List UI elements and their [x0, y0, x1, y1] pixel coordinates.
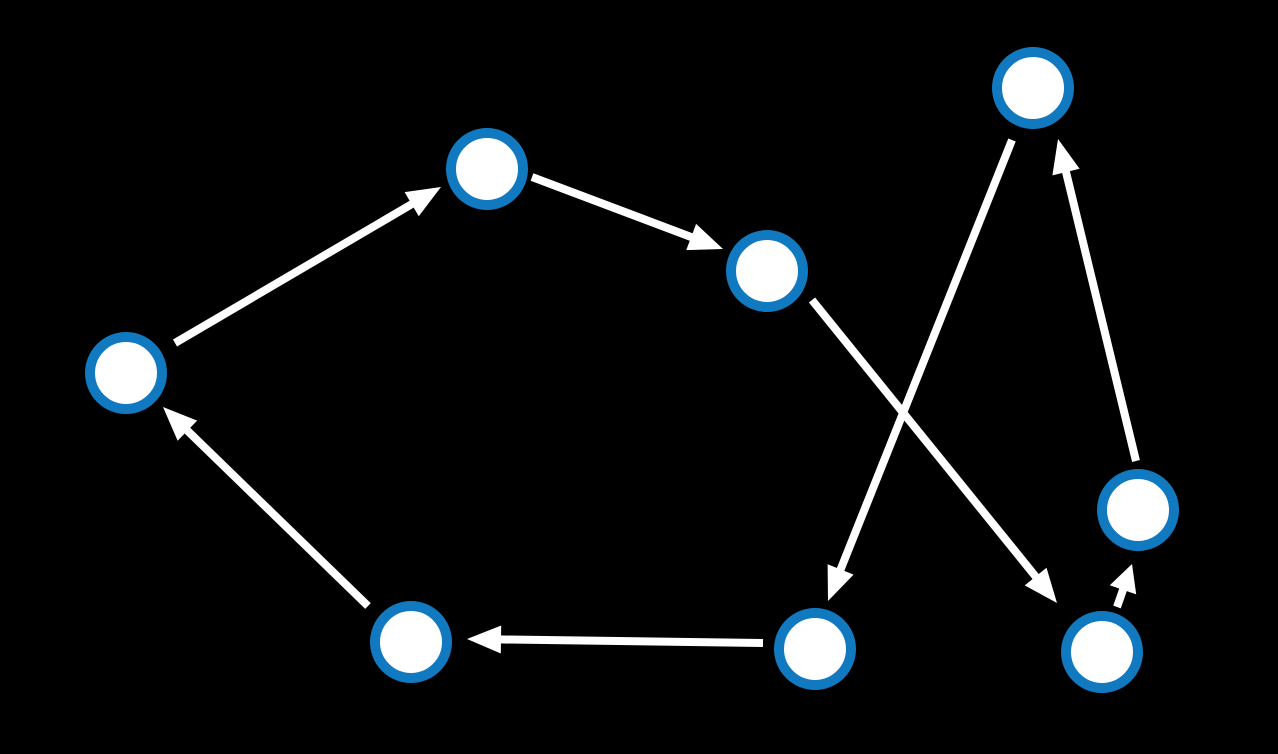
node-left — [85, 332, 167, 414]
node-upper-left — [446, 128, 528, 210]
arrowhead-icon — [686, 223, 723, 251]
arrowhead-icon — [163, 407, 198, 441]
edge-node-left-to-node-upper-left — [172, 187, 441, 347]
arrowhead-icon — [1052, 139, 1080, 176]
arrow-shaft — [498, 635, 764, 647]
arrowhead-icon — [1109, 564, 1137, 595]
edges-layer — [163, 138, 1140, 654]
arrowhead-icon — [467, 625, 502, 654]
arrowhead-icon — [827, 564, 854, 601]
arrow-shaft — [172, 199, 416, 347]
edge-node-right-to-node-top-right — [1052, 139, 1140, 462]
arrow-shaft — [836, 138, 1016, 573]
arrow-shaft — [1113, 586, 1128, 609]
node-bottom-middle — [774, 608, 856, 690]
edge-node-bottom-middle-to-node-bottom-left — [467, 625, 764, 654]
arrow-shaft — [808, 297, 1040, 581]
edge-node-bottom-left-to-node-left — [163, 407, 371, 609]
node-middle — [726, 230, 808, 312]
edge-node-upper-left-to-node-middle — [530, 173, 723, 251]
node-top-right — [992, 47, 1074, 129]
arrowhead-icon — [1024, 567, 1057, 603]
arrow-shaft — [183, 426, 371, 609]
node-bottom-right — [1061, 611, 1143, 693]
node-bottom-left — [370, 601, 452, 683]
arrowhead-icon — [404, 187, 441, 217]
edge-node-middle-to-node-bottom-right — [808, 297, 1057, 603]
edge-node-top-right-to-node-bottom-middle — [827, 138, 1016, 601]
arrow-shaft — [1061, 169, 1140, 462]
arrow-shaft — [530, 173, 695, 242]
nodes-layer — [85, 47, 1179, 693]
edge-node-bottom-right-to-node-right — [1109, 564, 1137, 609]
node-right — [1097, 469, 1179, 551]
